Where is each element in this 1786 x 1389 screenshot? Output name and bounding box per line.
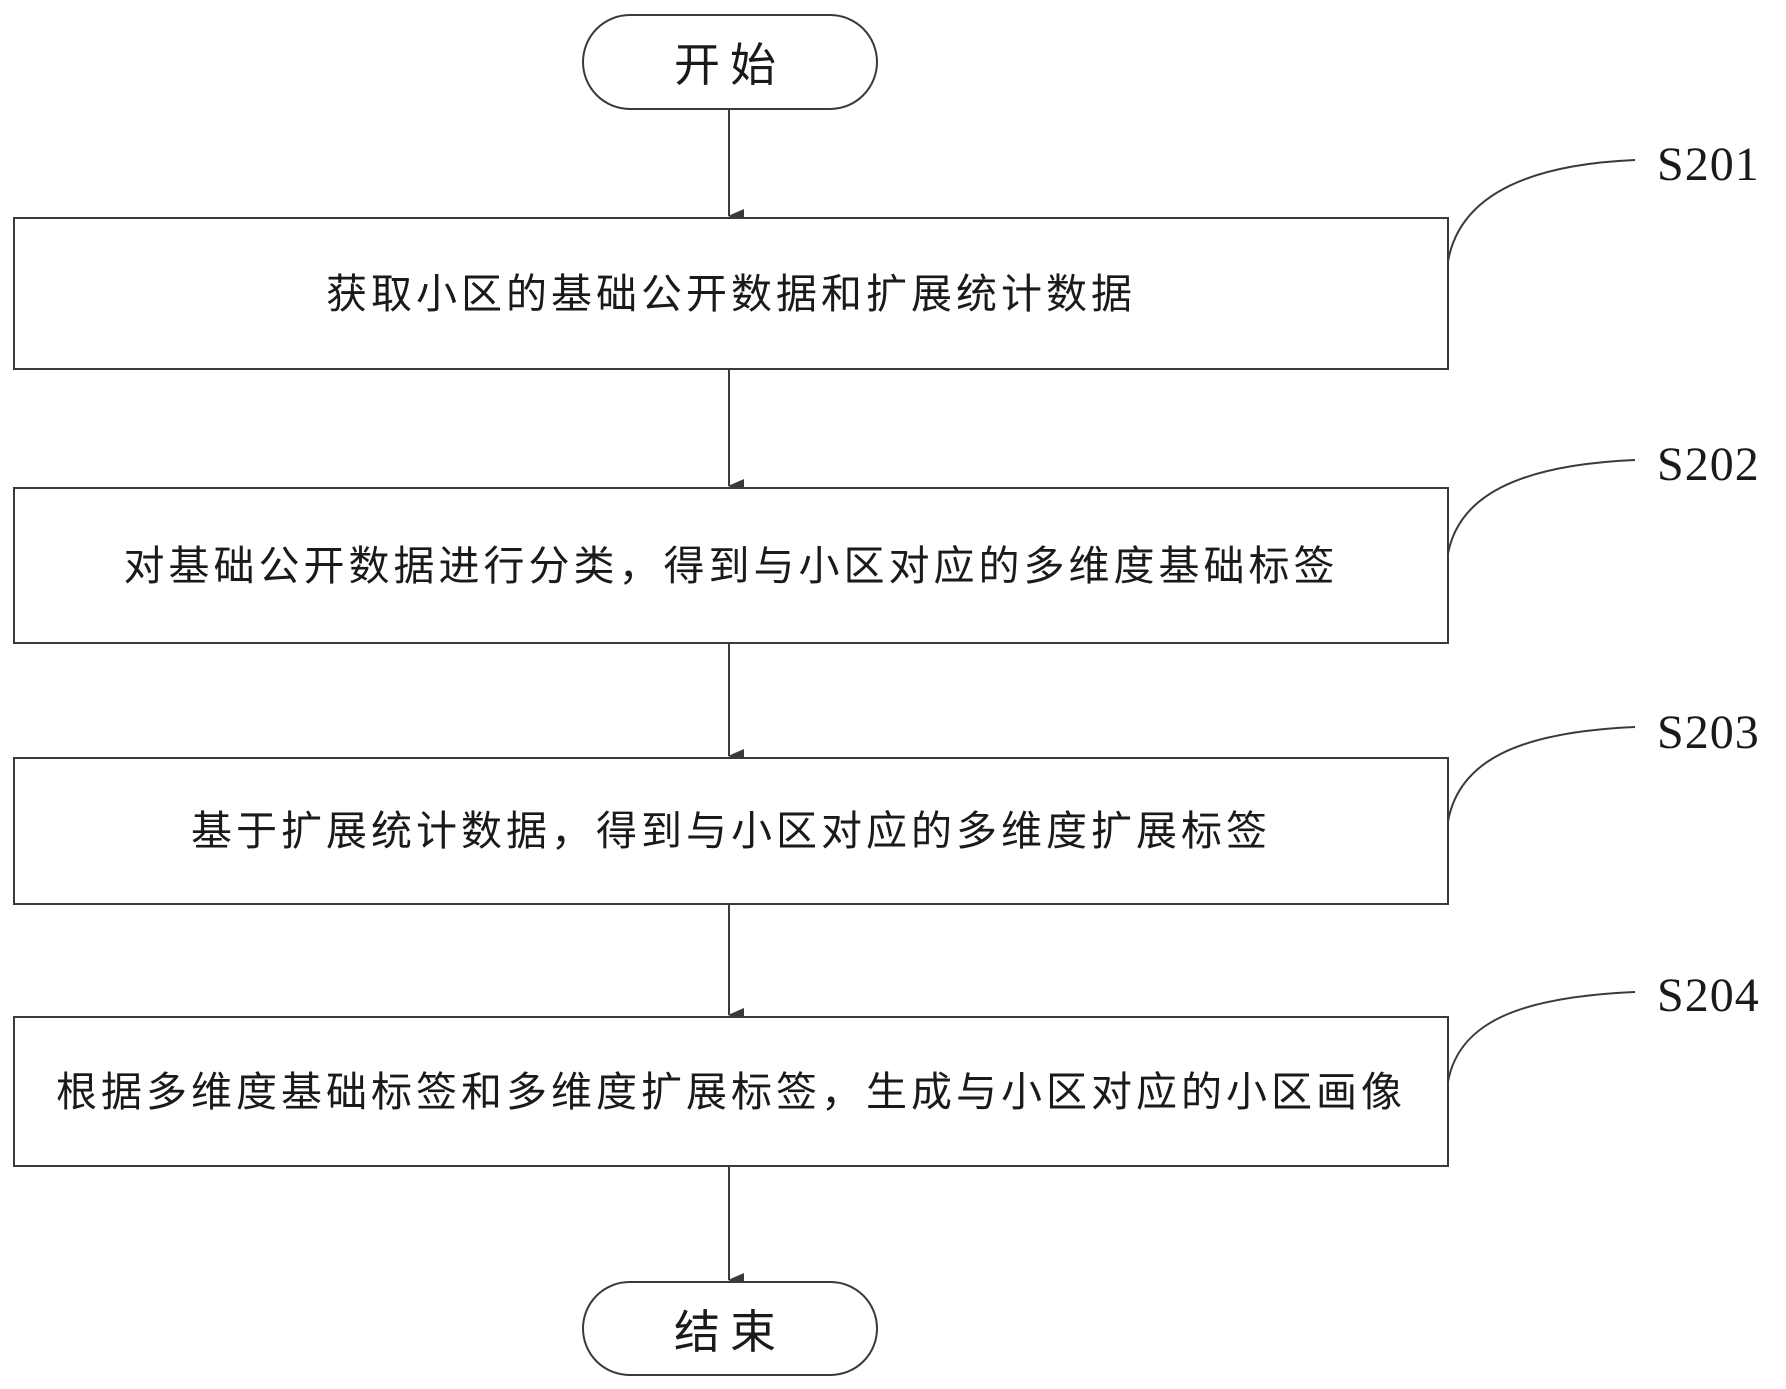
step-box-s201: 获取小区的基础公开数据和扩展统计数据	[13, 217, 1449, 370]
leader-line-s203	[1446, 726, 1636, 829]
leader-line-s201	[1446, 159, 1636, 269]
step-text-s201: 获取小区的基础公开数据和扩展统计数据	[326, 269, 1136, 318]
leader-line-s204	[1446, 991, 1636, 1089]
step-box-s204: 根据多维度基础标签和多维度扩展标签，生成与小区对应的小区画像	[13, 1016, 1449, 1167]
start-node: 开始	[582, 14, 878, 110]
end-label: 结束	[674, 1304, 786, 1359]
step-text-s202: 对基础公开数据进行分类，得到与小区对应的多维度基础标签	[123, 541, 1339, 590]
step-label-s201: S201	[1657, 138, 1760, 191]
start-label: 开始	[674, 38, 786, 92]
step-box-s203: 基于扩展统计数据，得到与小区对应的多维度扩展标签	[13, 757, 1449, 905]
step-label-s204: S204	[1657, 969, 1760, 1022]
step-text-s204: 根据多维度基础标签和多维度扩展标签，生成与小区对应的小区画像	[56, 1067, 1406, 1116]
step-label-s203: S203	[1657, 706, 1760, 759]
leader-line-s202	[1446, 459, 1636, 561]
step-text-s203: 基于扩展统计数据，得到与小区对应的多维度扩展标签	[191, 807, 1271, 855]
step-label-s202: S202	[1657, 438, 1760, 491]
end-node: 结束	[582, 1281, 878, 1376]
step-box-s202: 对基础公开数据进行分类，得到与小区对应的多维度基础标签	[13, 487, 1449, 644]
